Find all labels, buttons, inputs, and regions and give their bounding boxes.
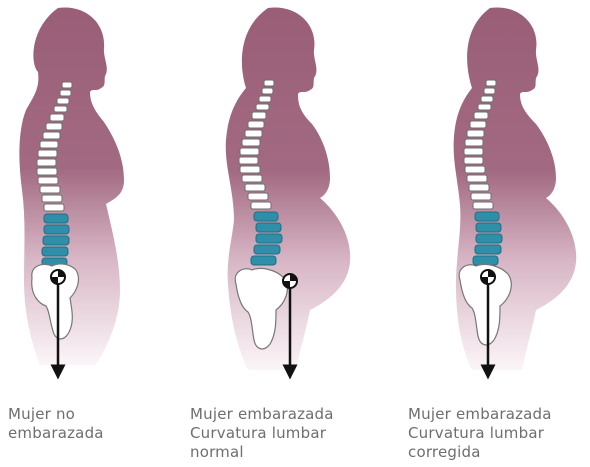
caption-line: Mujer embarazada [408,405,552,424]
figure-non-pregnant [19,7,124,372]
caption-line: Curvatura lumbar [190,424,334,443]
caption-line: normal [190,443,334,462]
figure-pregnant-corrected [454,7,577,372]
caption-line: Mujer embarazada [190,405,334,424]
caption-pregnant-normal: Mujer embarazada Curvatura lumbar normal [190,405,334,462]
caption-line: Mujer no [8,405,104,424]
lumbar-vertebrae [473,212,502,265]
lumbar-vertebrae [42,214,69,266]
caption-line: embarazada [8,424,104,443]
caption-pregnant-corrected: Mujer embarazada Curvatura lumbar correg… [408,405,552,462]
body-silhouette [226,7,350,370]
caption-non-pregnant: Mujer no embarazada [8,405,104,443]
caption-line: corregida [408,443,552,462]
caption-line: Curvatura lumbar [408,424,552,443]
figure-pregnant-normal [226,7,350,372]
